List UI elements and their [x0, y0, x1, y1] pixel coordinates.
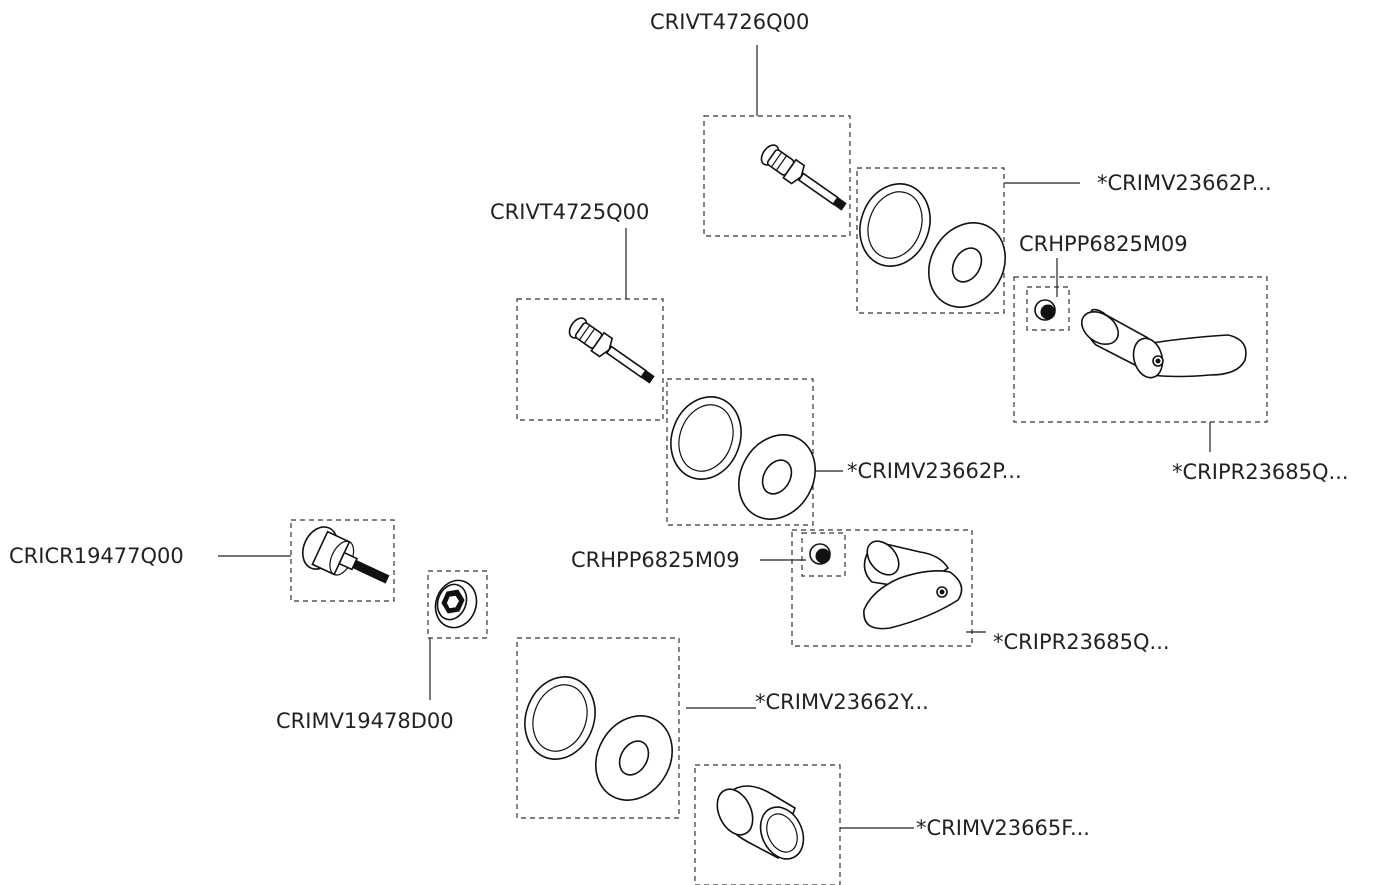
- label-cricr19477q00[interactable]: CRICR19477Q00: [9, 544, 184, 568]
- lever-handle-top[interactable]: [1013, 276, 1268, 452]
- set-screw-top[interactable]: [1026, 258, 1070, 331]
- label-crhpp6825m09-middle[interactable]: CRHPP6825M09: [571, 548, 740, 572]
- label-cripr23685q-top[interactable]: *CRIPR23685Q...: [1172, 460, 1349, 484]
- set-screw-middle[interactable]: [760, 532, 846, 577]
- trim-plate-set-top[interactable]: [849, 167, 1080, 321]
- label-crimv23665f[interactable]: *CRIMV23665F...: [916, 816, 1090, 840]
- valve-cartridge-middle[interactable]: [516, 228, 664, 421]
- label-crhpp6825m09-top[interactable]: CRHPP6825M09: [1019, 232, 1188, 256]
- diverter-cartridge[interactable]: [218, 519, 396, 602]
- lever-handle-middle[interactable]: [791, 529, 986, 647]
- trim-plate-set-lower[interactable]: [514, 637, 756, 819]
- label-cripr23685q-middle[interactable]: *CRIPR23685Q...: [993, 630, 1170, 654]
- label-crimv23662p-middle[interactable]: *CRIMV23662P...: [847, 459, 1022, 483]
- label-crimv19478d00[interactable]: CRIMV19478D00: [276, 709, 454, 733]
- label-crimv23662y[interactable]: *CRIMV23662Y...: [755, 690, 929, 714]
- diverter-knob[interactable]: [694, 764, 914, 885]
- diverter-nut[interactable]: [427, 570, 488, 700]
- label-crimv23662p-top[interactable]: *CRIMV23662P...: [1097, 171, 1272, 195]
- label-crivt4726q00[interactable]: CRIVT4726Q00: [650, 10, 810, 34]
- trim-plate-set-middle[interactable]: [660, 378, 843, 533]
- label-crivt4725q00[interactable]: CRIVT4725Q00: [490, 200, 650, 224]
- valve-cartridge-top[interactable]: [703, 45, 851, 237]
